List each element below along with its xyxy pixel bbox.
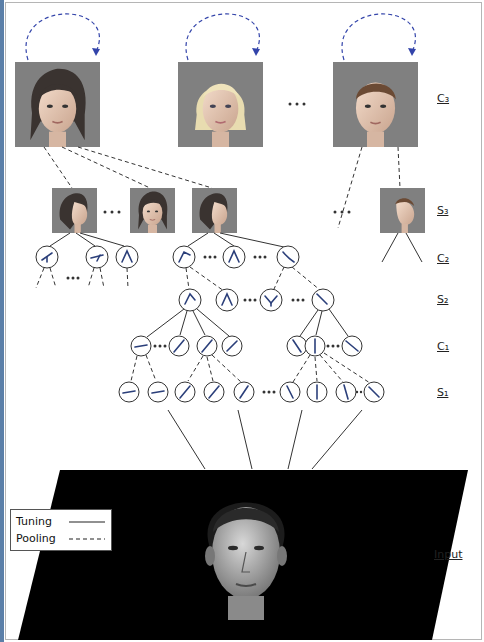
legend-row: Tuning [11,513,111,530]
layer-label: Input [434,548,462,561]
layer-label: C₃ [437,92,449,105]
layer-label: S₁ [437,386,448,399]
legend-line-sample [67,534,107,544]
layer-label: S₂ [437,293,448,306]
legend-row: Pooling [11,530,111,547]
legend-text: Tuning [11,515,67,528]
legend-line-sample [67,517,107,527]
layer-label: S₃ [437,204,448,217]
legend-text: Pooling [11,532,67,545]
layer-label: C₂ [437,252,449,265]
layer-label: C₁ [437,340,449,353]
legend-box: TuningPooling [10,509,112,551]
